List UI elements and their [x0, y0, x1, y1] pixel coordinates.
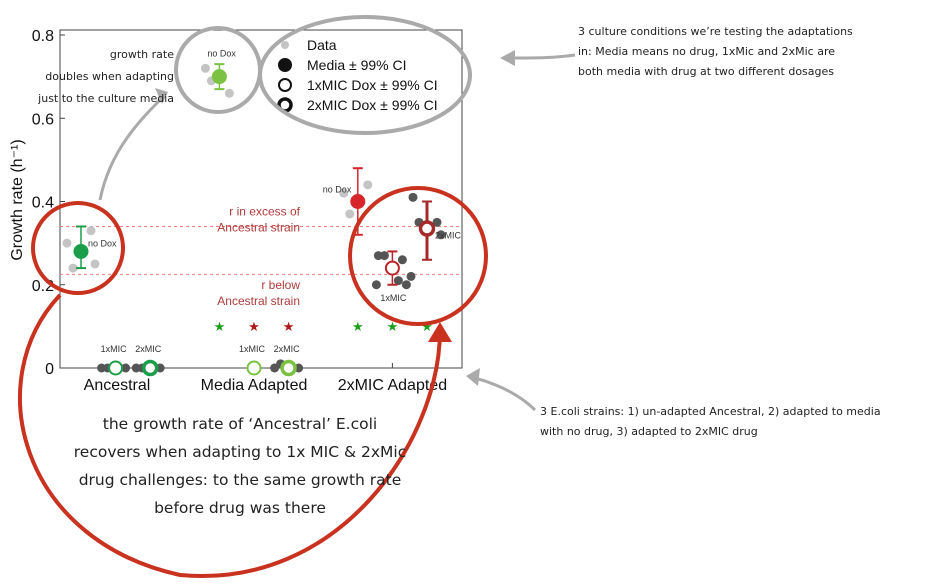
significance-star: ★ — [248, 319, 260, 334]
significance-star: ★ — [352, 319, 364, 334]
series-label: no Dox — [207, 49, 236, 59]
mean-marker — [350, 194, 366, 209]
media-adapted-highlight-circle — [174, 26, 262, 114]
note-line: doubles when adapting — [45, 70, 174, 83]
data-point — [408, 192, 418, 202]
data-point — [121, 363, 131, 373]
note-line: 3 E.coli strains: 1) un-adapted Ancestra… — [540, 405, 881, 418]
legend-entry: 2xMIC Dox ± 99% CI — [307, 97, 438, 113]
adapted-highlight-circle — [348, 186, 488, 326]
y-tick-label: 0.4 — [32, 195, 54, 212]
significance-star: ★ — [214, 319, 226, 334]
note-line: before drug was there — [154, 499, 326, 517]
note-strains: 3 E.coli strains: 1) un-adapted Ancestra… — [540, 402, 881, 442]
x-category-label: Media Adapted — [201, 377, 308, 394]
recovery-loop-arrow — [18, 293, 442, 579]
note-line: growth rate — [109, 48, 174, 61]
mean-marker — [73, 243, 89, 259]
significance-star: ★ — [421, 319, 433, 334]
data-point — [224, 88, 234, 98]
note-line: just to the culture media — [38, 92, 174, 105]
data-point — [436, 230, 446, 240]
data-point — [345, 209, 355, 219]
mean-marker — [108, 360, 124, 376]
series-label: no Dox — [88, 238, 117, 248]
data-point — [406, 271, 416, 281]
data-point — [397, 255, 407, 265]
arrow-head-icon — [466, 368, 480, 386]
arrow-head-icon — [428, 322, 452, 342]
data-point — [62, 238, 72, 248]
legend-marker — [278, 58, 292, 72]
data-point — [379, 251, 389, 261]
mean-marker — [384, 260, 400, 276]
mean-marker — [246, 360, 262, 376]
note-conditions: 3 culture conditions we’re testing the a… — [578, 22, 853, 82]
series-label: 1xMIC — [101, 344, 128, 354]
reference-annotation: Ancestral strain — [217, 221, 300, 235]
legend-highlight-circle — [258, 15, 472, 135]
y-tick-label: 0.8 — [32, 28, 54, 45]
arrow-strains — [474, 376, 537, 412]
legend-entry: 1xMIC Dox ± 99% CI — [307, 77, 438, 93]
legend-entry: Data — [307, 37, 337, 53]
y-axis-label: Growth rate (h⁻¹) — [9, 139, 26, 260]
significance-star: ★ — [387, 319, 399, 334]
data-point — [90, 259, 100, 269]
data-point — [401, 280, 411, 290]
arrow-head-icon — [500, 50, 515, 66]
series-label: 2xMIC — [135, 344, 162, 354]
reference-annotation: Ancestral strain — [217, 294, 300, 308]
arrow-conditions — [511, 53, 576, 60]
arrow-growth-doubles — [98, 93, 167, 201]
ancestral-highlight-circle — [31, 201, 125, 295]
note-line: recovers when adapting to 1x MIC & 2xMic — [73, 443, 407, 461]
legend-marker — [278, 78, 292, 92]
data-point — [371, 280, 381, 290]
mean-marker — [141, 359, 159, 377]
significance-star: ★ — [283, 319, 295, 334]
data-point — [363, 180, 373, 190]
note-line: both media with drug at two different do… — [578, 65, 835, 78]
reference-annotation: r below — [261, 278, 300, 292]
y-tick-label: 0 — [45, 361, 54, 378]
series-label: no Dox — [323, 185, 352, 195]
x-category-label: Ancestral — [84, 377, 151, 394]
data-point — [339, 188, 349, 198]
note-line: in: Media means no drug, 1xMic and 2xMic… — [578, 45, 836, 58]
legend-marker-data — [281, 41, 289, 49]
series-label: 2xMIC — [274, 344, 301, 354]
reference-annotation: r in excess of — [229, 205, 300, 219]
note-line: 3 culture conditions we’re testing the a… — [578, 25, 853, 38]
data-point — [432, 217, 442, 227]
note-recovery: the growth rate of ‘Ancestral’ E.coli re… — [20, 410, 460, 522]
series-label: 1xMIC — [239, 344, 266, 354]
note-growth-doubles: growth rate doubles when adapting just t… — [38, 44, 174, 110]
series-label: 1xMIC — [380, 293, 407, 303]
legend-entry: Media ± 99% CI — [307, 57, 407, 73]
data-point — [200, 63, 210, 73]
data-point — [393, 276, 403, 286]
y-tick-label: 0.6 — [32, 111, 54, 128]
data-point — [86, 226, 96, 236]
note-line: the growth rate of ‘Ancestral’ E.coli — [102, 415, 378, 433]
arrow-head-icon — [155, 88, 168, 104]
note-line: drug challenges: to the same growth rate — [78, 471, 402, 489]
mean-marker — [280, 359, 297, 377]
note-line: with no drug, 3) adapted to 2xMIC drug — [540, 425, 758, 438]
x-category-label: 2xMIC Adapted — [338, 377, 447, 394]
series-label: 2xMIC — [435, 231, 462, 241]
mean-marker — [418, 220, 436, 237]
mean-marker — [211, 69, 227, 85]
data-point — [68, 263, 78, 273]
